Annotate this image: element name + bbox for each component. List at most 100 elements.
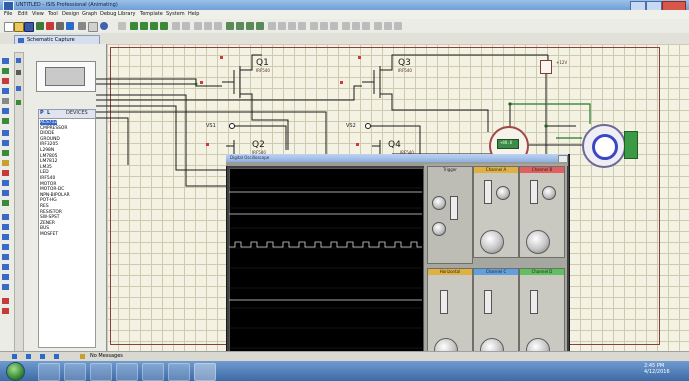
channel-a-position-slider[interactable] xyxy=(484,180,492,204)
channel-d-position-slider[interactable] xyxy=(530,290,538,314)
exit-parent-icon[interactable] xyxy=(362,22,370,30)
menu-system[interactable]: System xyxy=(166,11,185,17)
step-icon[interactable] xyxy=(26,354,31,359)
taskbar-media[interactable] xyxy=(64,363,86,381)
taskbar-app[interactable] xyxy=(116,363,138,381)
wire-label-icon[interactable] xyxy=(2,88,9,94)
circle-2d-icon[interactable] xyxy=(2,234,9,240)
taskbar-file[interactable] xyxy=(168,363,190,381)
arrow-icon[interactable] xyxy=(16,58,21,63)
wire-autorouter-icon[interactable] xyxy=(310,22,318,30)
pick-devices-button[interactable]: P xyxy=(40,110,44,116)
menu-design[interactable]: Design xyxy=(62,11,80,17)
label-icon[interactable] xyxy=(16,100,21,105)
channel-a-small-knob[interactable] xyxy=(496,186,510,200)
zoom-area-icon[interactable] xyxy=(160,22,168,30)
device-list-item[interactable]: GROUND xyxy=(40,136,60,142)
pick-device-icon[interactable] xyxy=(268,22,276,30)
device-list-item[interactable]: POT-HG xyxy=(40,198,57,204)
junction-dot-icon[interactable] xyxy=(2,78,9,84)
channel-c-position-slider[interactable] xyxy=(484,290,492,314)
property-assign-icon[interactable] xyxy=(330,22,338,30)
menu-debug[interactable]: Debug xyxy=(100,11,117,17)
pause-icon[interactable] xyxy=(40,354,45,359)
open-folder-icon[interactable] xyxy=(14,22,24,32)
print-icon[interactable] xyxy=(56,22,64,30)
oscilloscope-title-bar[interactable]: Digital Oscilloscope xyxy=(226,154,568,162)
undo-icon[interactable] xyxy=(172,22,180,30)
channel-a-volts-knob[interactable] xyxy=(480,230,504,254)
device-list-item[interactable]: LED xyxy=(40,170,49,176)
mirror-icon[interactable] xyxy=(2,308,9,314)
q3-label[interactable]: Q3 xyxy=(398,58,411,68)
line-2d-icon[interactable] xyxy=(2,214,9,220)
q4-label[interactable]: Q4 xyxy=(388,140,401,150)
menu-graph[interactable]: Graph xyxy=(82,11,98,17)
channel-b-small-knob[interactable] xyxy=(542,186,556,200)
rotate-icon[interactable] xyxy=(2,298,9,304)
graph-mode-icon[interactable] xyxy=(2,150,9,156)
device-list-item[interactable]: MOSFET xyxy=(40,232,59,237)
menu-tool[interactable]: Tool xyxy=(48,11,58,17)
import-icon[interactable] xyxy=(36,22,44,30)
horizontal-position-slider[interactable] xyxy=(440,290,448,314)
text-2d-icon[interactable] xyxy=(2,264,9,270)
paste-icon[interactable] xyxy=(214,22,222,30)
new-file-icon[interactable] xyxy=(4,22,14,32)
library-manager-button[interactable]: L xyxy=(47,110,51,116)
menu-template[interactable]: Template xyxy=(140,11,163,17)
device-list-item[interactable]: RESISTOR xyxy=(40,209,62,215)
zoom-out-icon[interactable] xyxy=(140,22,148,30)
packaging-icon[interactable] xyxy=(288,22,296,30)
arc-2d-icon[interactable] xyxy=(2,244,9,250)
zoom-in-icon[interactable] xyxy=(130,22,138,30)
channel-b-position-slider[interactable] xyxy=(530,180,538,204)
box-2d-icon[interactable] xyxy=(2,224,9,230)
device-list[interactable] xyxy=(38,118,96,348)
power-terminal[interactable] xyxy=(540,60,552,74)
block-copy-icon[interactable] xyxy=(226,22,234,30)
device-pins-icon[interactable] xyxy=(2,140,9,146)
trigger-source-knob[interactable] xyxy=(432,222,446,236)
menu-help[interactable]: Help xyxy=(188,11,200,17)
symbol-2d-icon[interactable] xyxy=(2,274,9,280)
area-icon[interactable] xyxy=(66,22,74,30)
refresh-icon[interactable] xyxy=(78,22,86,30)
block-delete-icon[interactable] xyxy=(256,22,264,30)
bom-icon[interactable] xyxy=(374,22,382,30)
q1-label[interactable]: Q1 xyxy=(256,58,269,68)
taskbar-active[interactable] xyxy=(194,363,216,381)
channel-b-volts-knob[interactable] xyxy=(526,230,550,254)
grid-icon[interactable] xyxy=(88,22,98,32)
trigger-slider[interactable] xyxy=(450,196,458,220)
device-list-item[interactable]: DIODE xyxy=(40,131,55,137)
play-icon[interactable] xyxy=(12,354,17,359)
decompose-icon[interactable] xyxy=(298,22,306,30)
device-list-item[interactable]: L298N xyxy=(40,148,55,153)
buses-icon[interactable] xyxy=(2,108,9,114)
device-list-item[interactable]: LM7812 xyxy=(40,159,58,165)
export-icon[interactable] xyxy=(46,22,54,30)
pan-icon[interactable] xyxy=(118,22,126,30)
generator-icon[interactable] xyxy=(2,170,9,176)
marker-2d-icon[interactable] xyxy=(2,284,9,290)
copy-icon[interactable] xyxy=(204,22,212,30)
menu-view[interactable]: View xyxy=(32,11,44,17)
device-list-item[interactable]: MOTOR-DC xyxy=(40,187,65,193)
virtual-instruments-icon[interactable] xyxy=(2,200,9,206)
device-list-item[interactable]: BUS xyxy=(40,226,50,232)
new-sheet-icon[interactable] xyxy=(342,22,350,30)
origin-icon[interactable] xyxy=(100,22,108,30)
device-list-item[interactable]: LM35 xyxy=(40,164,52,170)
taskbar-explorer[interactable] xyxy=(38,363,60,381)
pointer-icon[interactable] xyxy=(16,70,21,75)
current-probe-icon[interactable] xyxy=(2,190,9,196)
terminals-icon[interactable] xyxy=(2,130,9,136)
device-list-item[interactable]: IRF540 xyxy=(40,176,56,181)
taskbar-browser[interactable] xyxy=(90,363,112,381)
make-device-icon[interactable] xyxy=(278,22,286,30)
device-list-item[interactable]: SW-SPST xyxy=(40,215,60,221)
redo-icon[interactable] xyxy=(182,22,190,30)
trigger-level-knob[interactable] xyxy=(432,196,446,210)
tape-recorder-icon[interactable] xyxy=(2,160,9,166)
